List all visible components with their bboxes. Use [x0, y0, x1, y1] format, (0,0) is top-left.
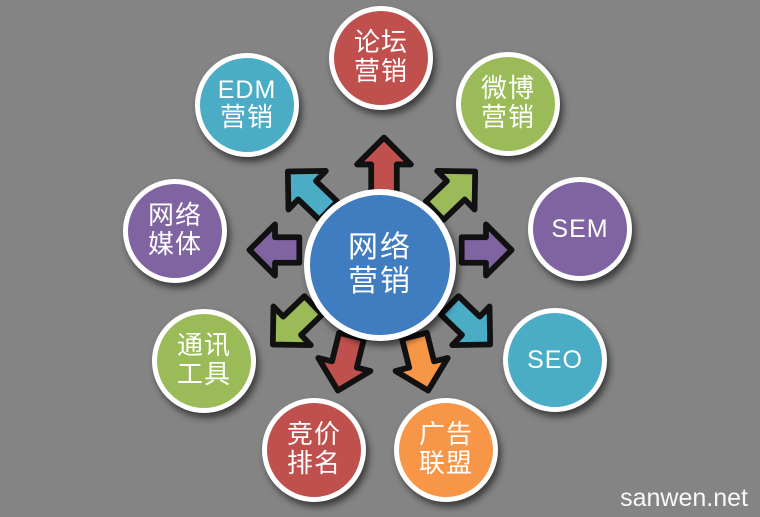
node-communication-tools-label-line-2: 工具: [176, 360, 231, 390]
node-paid-ranking-label-line-2: 排名: [286, 449, 341, 479]
node-edm-marketing-label-line-2: 营销: [219, 103, 274, 134]
node-internet-media[interactable]: 网络 媒体: [123, 179, 227, 283]
node-forum-marketing-label-line-2: 营销: [353, 57, 408, 87]
node-forum-marketing-label-line-1: 论坛: [353, 27, 408, 58]
node-weibo-marketing-label-line-2: 营销: [480, 103, 535, 133]
node-internet-media-label-line-1: 网络: [147, 200, 202, 231]
node-seo[interactable]: SEO: [503, 308, 607, 412]
watermark: sanwen.net: [620, 484, 748, 512]
node-forum-marketing[interactable]: 论坛 营销: [329, 6, 433, 110]
node-communication-tools[interactable]: 通讯 工具: [152, 309, 256, 413]
arrow-to-internet-media: [243, 218, 307, 282]
node-ad-alliance-label-line-2: 联盟: [418, 449, 473, 479]
node-edm-marketing[interactable]: EDM 营销: [195, 53, 299, 157]
node-internet-media-label-line-2: 媒体: [147, 230, 202, 260]
node-weibo-marketing[interactable]: 微博 营销: [456, 52, 560, 156]
node-ad-alliance[interactable]: 广告 联盟: [394, 398, 498, 502]
node-edm-marketing-label-line-1: EDM: [217, 76, 277, 105]
node-communication-tools-label-line-1: 通讯: [176, 330, 231, 361]
node-sem-label: SEM: [551, 215, 609, 243]
center-node-label-line-1: 网络: [348, 230, 412, 266]
arrow-to-communication-tools: [249, 279, 339, 369]
arrow-to-sem: [454, 218, 518, 282]
arrow-to-paid-ranking: [306, 323, 384, 401]
center-node[interactable]: 网络 营销: [304, 189, 456, 341]
node-seo-label: SEO: [527, 346, 583, 374]
node-paid-ranking-label-line-1: 竞价: [286, 419, 341, 450]
center-node-label-line-2: 营销: [348, 264, 412, 299]
node-weibo-marketing-label-line-1: 微博: [480, 73, 535, 104]
node-sem[interactable]: SEM: [528, 177, 632, 281]
arrow-to-weibo-marketing: [409, 147, 499, 237]
node-ad-alliance-label-line-1: 广告: [418, 419, 473, 450]
arrow-to-seo: [424, 279, 514, 369]
node-paid-ranking[interactable]: 竞价 排名: [262, 398, 366, 502]
arrow-to-ad-alliance: [382, 323, 460, 401]
